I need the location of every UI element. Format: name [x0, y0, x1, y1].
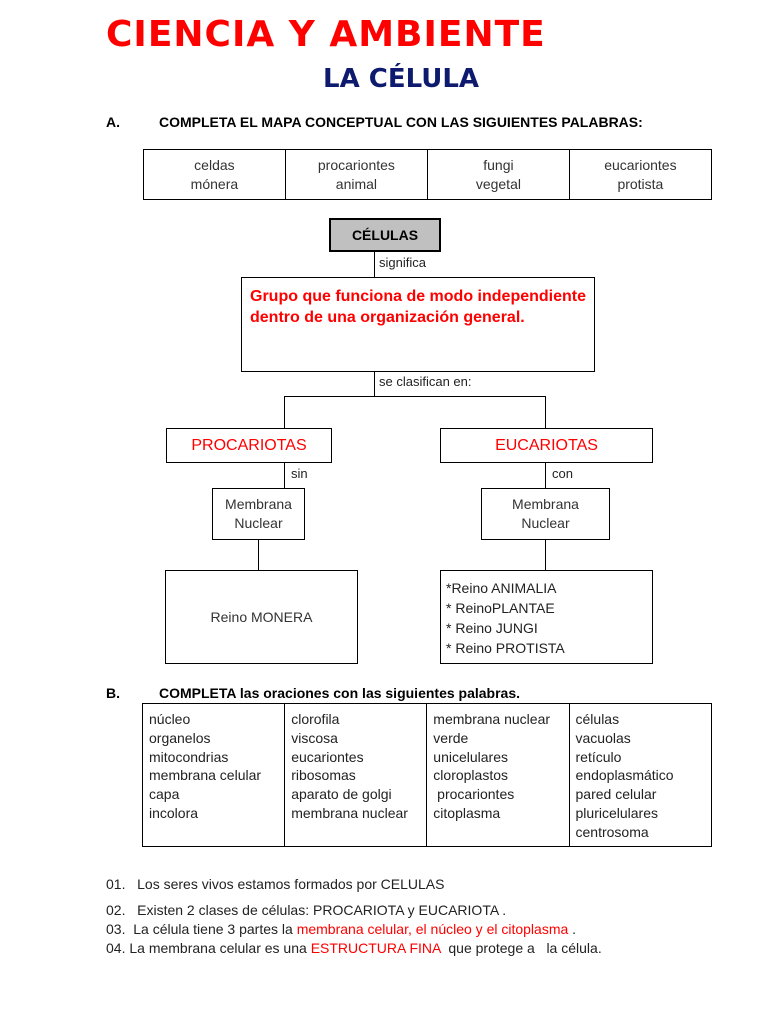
sentence-02: 02. Existen 2 clases de células: PROCARI… [106, 902, 507, 918]
sentence-01: 01. Los seres vivos estamos formados por… [106, 876, 445, 892]
word-item: endoplasmático [575, 767, 674, 784]
word-column: núcleo organelos mitocondrias membrana c… [141, 703, 286, 847]
word-cell: celdas mónera [143, 149, 286, 200]
sentence-03-answer: membrana celular, el núcleo y el citopla… [296, 921, 569, 937]
root-node-celulas: CÉLULAS [329, 218, 441, 252]
word-item: mónera [190, 175, 239, 192]
section-a-heading: A. COMPLETA EL MAPA CONCEPTUAL CON LAS SI… [106, 114, 643, 130]
word-column: membrana nuclear verde unicelulares clor… [426, 703, 570, 847]
word-item: pluricelulares [575, 804, 658, 821]
connector-line [284, 396, 546, 397]
connector-line [545, 463, 546, 489]
connector-line [258, 540, 259, 570]
section-a-instruction: COMPLETA EL MAPA CONCEPTUAL CON LAS SIGU… [159, 114, 643, 130]
word-item: verde [433, 729, 469, 746]
word-item: organelos [149, 729, 211, 746]
word-item: núcleo [149, 711, 191, 727]
sentence-04-text: 04. La membrana celular es una [106, 940, 311, 956]
word-item: ribosomas [291, 767, 356, 784]
section-b-letter: B. [106, 685, 120, 701]
node-membrana-nuclear-right: Membrana Nuclear [481, 488, 610, 540]
word-item: vegetal [475, 175, 521, 192]
kingdom-item: *Reino ANIMALIA [446, 580, 557, 596]
word-item: membrana nuclear [291, 804, 408, 821]
node-text: Membrana [512, 496, 579, 512]
connector-line [545, 540, 546, 570]
link-label-significa: significa [379, 255, 426, 270]
definition-box: Grupo que funciona de modo independiente… [241, 277, 595, 372]
word-item: clorofila [291, 711, 340, 727]
sentence-04-end: que protege a la célula. [440, 940, 602, 956]
section-a-letter: A. [106, 114, 120, 130]
node-eucariotas: EUCARIOTAS [440, 428, 653, 463]
word-item: retículo [575, 748, 622, 765]
word-column: células vacuolas retículo endoplasmático… [568, 703, 713, 847]
connector-line [284, 463, 285, 489]
section-b-instruction: las oraciones con las siguientes palabra… [239, 685, 521, 701]
word-item: mitocondrias [149, 748, 229, 765]
section-b-instruction-bold: COMPLETA [159, 685, 236, 701]
word-item: unicelulares [433, 748, 509, 765]
word-bank-b: núcleo organelos mitocondrias membrana c… [141, 703, 713, 847]
kingdom-item: * Reino JUNGI [446, 620, 538, 636]
word-item: centrosoma [575, 823, 649, 840]
page-subtitle: LA CÉLULA [323, 64, 480, 94]
node-text: Membrana [225, 496, 292, 512]
word-item: eucariontes [291, 748, 364, 765]
word-column: clorofila viscosa eucariontes ribosomas … [284, 703, 428, 847]
word-cell: procariontes animal [284, 149, 429, 200]
word-bank-a: celdas mónera procariontes animal fungi … [143, 149, 713, 200]
node-reinos-eucariotas: *Reino ANIMALIA * ReinoPLANTAE * Reino J… [440, 570, 653, 664]
kingdom-item: * ReinoPLANTAE [446, 600, 555, 616]
node-text: Nuclear [521, 515, 570, 531]
word-item: eucariontes [604, 156, 677, 173]
word-item: viscosa [291, 729, 338, 746]
link-label-con: con [552, 466, 573, 481]
word-item: procariontes [317, 156, 395, 173]
word-item: membrana nuclear [433, 711, 551, 727]
sentence-03-text: 03. La célula tiene 3 partes la [106, 921, 297, 937]
word-item: pared celular [575, 786, 657, 803]
link-label-sin: sin [291, 466, 308, 481]
node-membrana-nuclear-left: Membrana Nuclear [212, 488, 305, 540]
connector-line [545, 396, 546, 429]
node-text: Nuclear [234, 515, 283, 531]
link-label-clasifican: se clasifican en: [379, 374, 472, 389]
word-cell: eucariontes protista [568, 149, 713, 200]
page-title: CIENCIA Y AMBIENTE [106, 14, 546, 55]
node-reino-monera: Reino MONERA [165, 570, 358, 664]
word-item: celdas [194, 156, 235, 173]
word-cell: fungi vegetal [427, 149, 570, 200]
section-b-heading: B. COMPLETA las oraciones con las siguien… [106, 685, 520, 701]
word-item: animal [335, 175, 378, 192]
sentence-04: 04. La membrana celular es una ESTRUCTUR… [106, 940, 602, 956]
word-item: aparato de golgi [291, 786, 392, 803]
sentence-04-answer: ESTRUCTURA FINA [310, 940, 441, 956]
connector-line [374, 372, 375, 396]
kingdom-item: * Reino PROTISTA [446, 640, 565, 656]
word-item: cloroplastos [433, 767, 508, 784]
word-item: protista [617, 175, 664, 192]
word-item: procariontes [433, 786, 515, 803]
word-item: membrana celular [149, 767, 262, 784]
word-item: incolora [149, 804, 199, 821]
sentence-03: 03. La célula tiene 3 partes la membrana… [106, 921, 576, 937]
word-item: capa [149, 786, 180, 803]
node-procariotas: PROCARIOTAS [166, 428, 332, 463]
sentence-03-end: . [568, 921, 577, 937]
connector-line [374, 252, 375, 278]
word-item: células [575, 711, 620, 727]
word-item: fungi [483, 156, 514, 173]
word-item: citoplasma [433, 804, 501, 821]
word-item: vacuolas [575, 729, 631, 746]
connector-line [284, 396, 285, 429]
